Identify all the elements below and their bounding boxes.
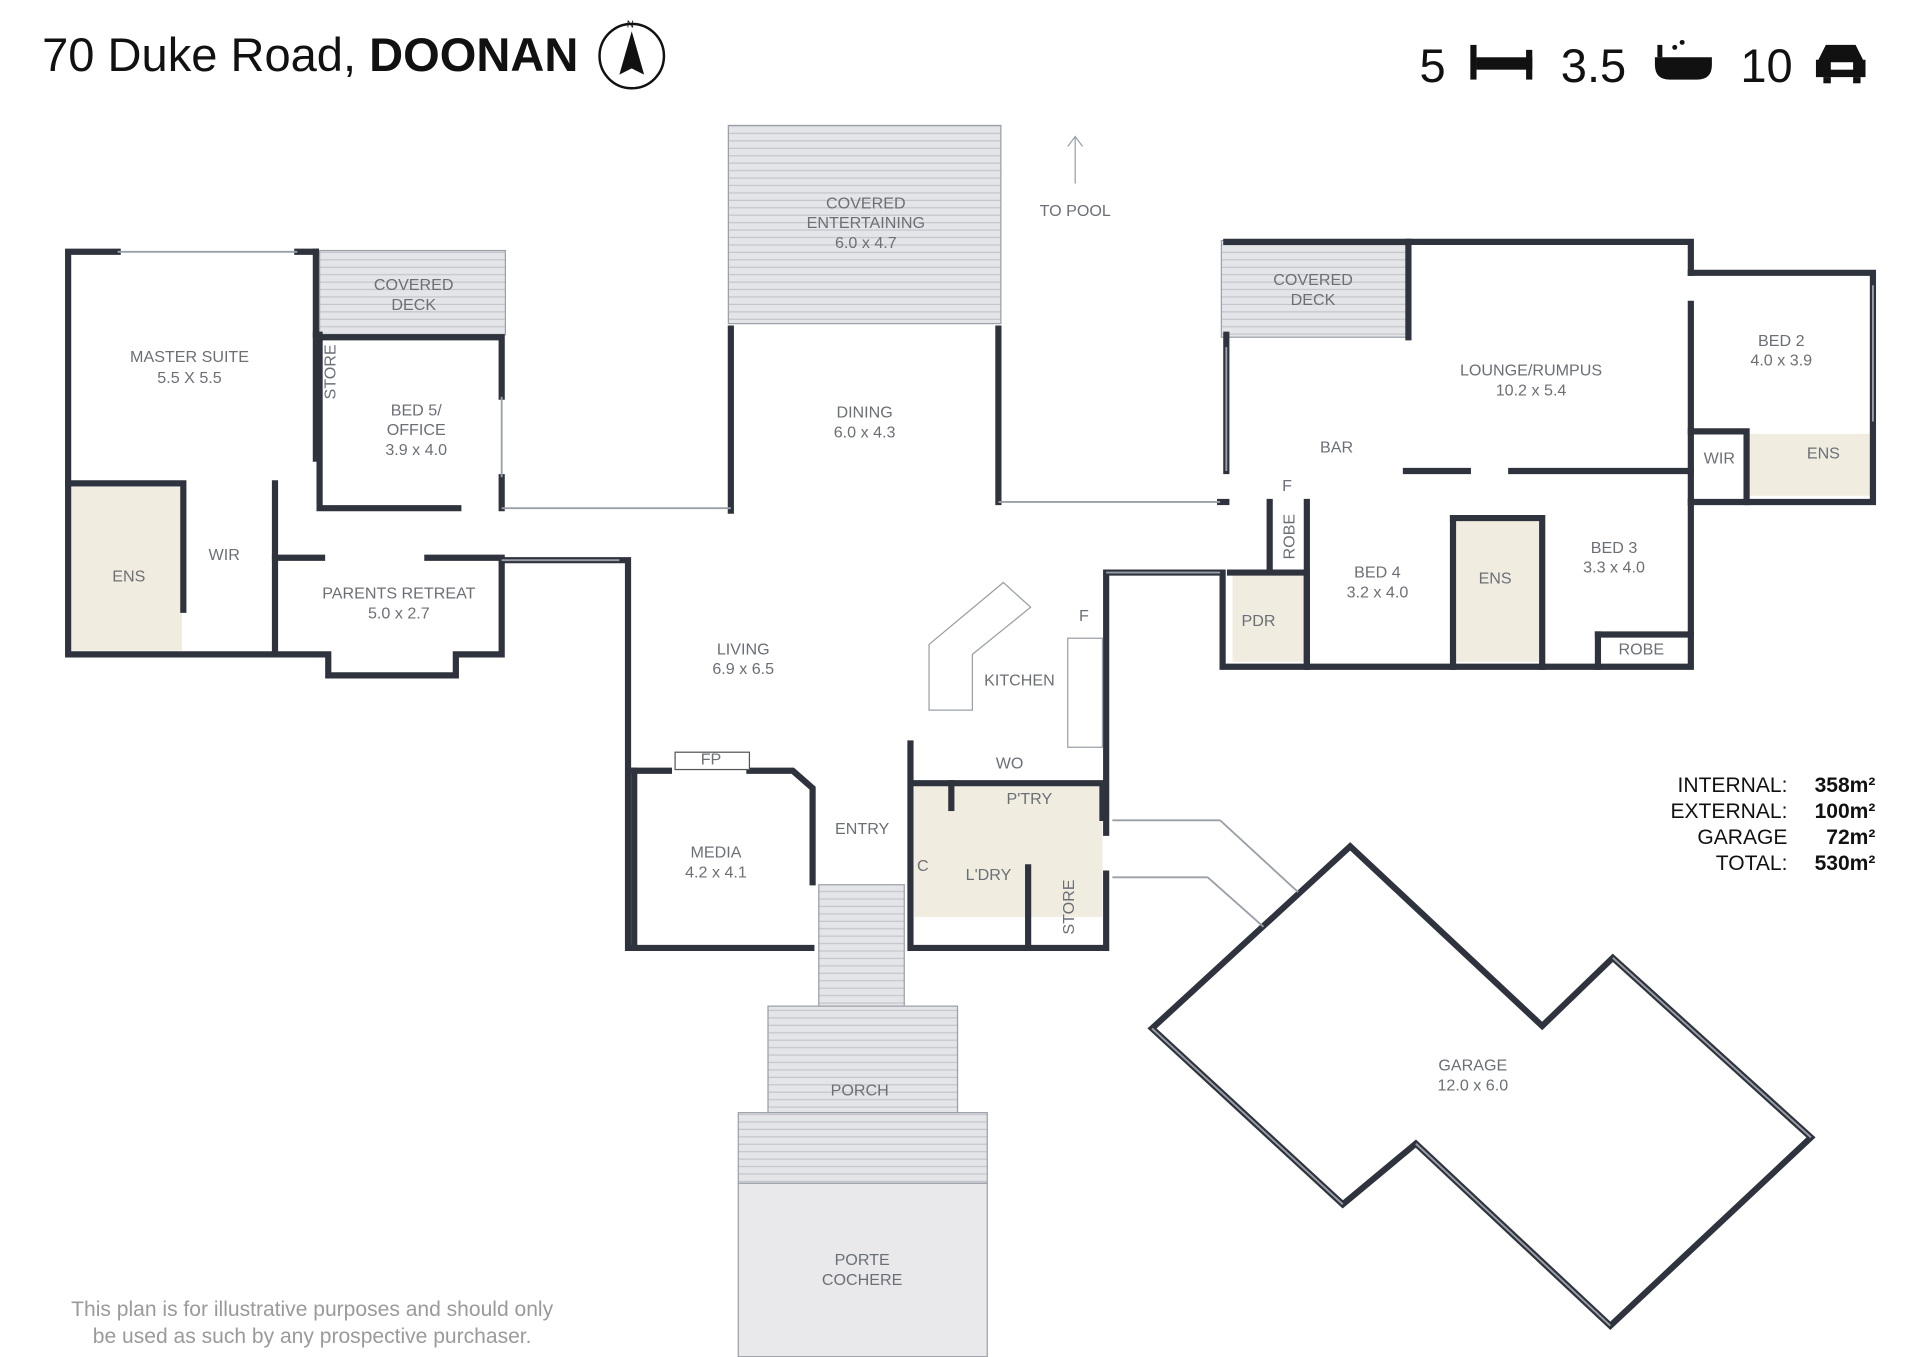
compass-icon: N — [598, 20, 666, 90]
kitchen-bench — [1067, 637, 1104, 748]
svg-text:FP: FP — [701, 751, 722, 769]
area-summary: INTERNAL: 358m² EXTERNAL: 100m² GARAGE 72m²… — [1670, 774, 1875, 875]
porch-area — [767, 1005, 959, 1114]
svg-text:BAR: BAR — [1320, 438, 1353, 456]
svg-text:358m²: 358m² — [1815, 774, 1876, 797]
svg-text:530m²: 530m² — [1815, 852, 1876, 875]
svg-text:100m²: 100m² — [1815, 800, 1876, 823]
svg-text:BED 24.0 x 3.9: BED 24.0 x 3.9 — [1750, 332, 1812, 370]
kitchen-island — [928, 581, 1032, 711]
address-title: 70 Duke Road, DOONAN — [42, 28, 578, 81]
svg-text:F: F — [1079, 607, 1089, 625]
svg-text:TOTAL:: TOTAL: — [1716, 852, 1788, 875]
svg-text:PORCH: PORCH — [831, 1081, 889, 1099]
svg-text:L'DRY: L'DRY — [966, 866, 1012, 884]
svg-text:WIR: WIR — [209, 546, 240, 564]
windows — [117, 250, 1874, 1327]
svg-text:STORE: STORE — [322, 344, 340, 399]
svg-text:BED 43.2 x 4.0: BED 43.2 x 4.0 — [1347, 564, 1409, 602]
bathroom-count: 3.5 — [1561, 39, 1626, 92]
covered-deck-left — [318, 249, 507, 336]
bath-icon — [1654, 39, 1712, 80]
car-icon — [1815, 44, 1866, 84]
porch-lower — [737, 1112, 988, 1184]
svg-text:ENTRY: ENTRY — [835, 820, 890, 838]
svg-text:ENS: ENS — [1479, 570, 1512, 588]
bedroom-count: 5 — [1420, 39, 1446, 92]
disclaimer: This plan is for illustrative purposes a… — [71, 1298, 553, 1348]
svg-text:KITCHEN: KITCHEN — [984, 671, 1055, 689]
svg-text:P'TRY: P'TRY — [1007, 790, 1053, 808]
svg-text:ENS: ENS — [112, 567, 145, 585]
svg-text:WIR: WIR — [1704, 450, 1735, 468]
svg-text:BED 33.3 x 4.0: BED 33.3 x 4.0 — [1583, 539, 1645, 577]
entry-steps — [818, 884, 905, 1007]
car-count: 10 — [1740, 39, 1792, 92]
svg-text:PDR: PDR — [1242, 612, 1276, 630]
svg-text:STORE: STORE — [1060, 879, 1078, 934]
svg-text:EXTERNAL:: EXTERNAL: — [1670, 800, 1787, 823]
svg-text:F: F — [1282, 477, 1292, 495]
svg-text:N: N — [627, 20, 634, 31]
svg-text:GARAGE: GARAGE — [1697, 826, 1787, 849]
svg-text:INTERNAL:: INTERNAL: — [1678, 774, 1788, 797]
svg-text:C: C — [917, 857, 929, 875]
fireplace — [674, 751, 751, 771]
covered-entertaining-area — [727, 124, 1002, 325]
svg-text:ROBE: ROBE — [1618, 640, 1664, 658]
bed-icon — [1470, 44, 1533, 80]
svg-text:WO: WO — [996, 754, 1024, 772]
svg-text:72m²: 72m² — [1826, 826, 1875, 849]
svg-text:ROBE: ROBE — [1280, 514, 1298, 560]
svg-text:ENS: ENS — [1807, 445, 1840, 463]
svg-text:TO POOL: TO POOL — [1040, 202, 1111, 220]
